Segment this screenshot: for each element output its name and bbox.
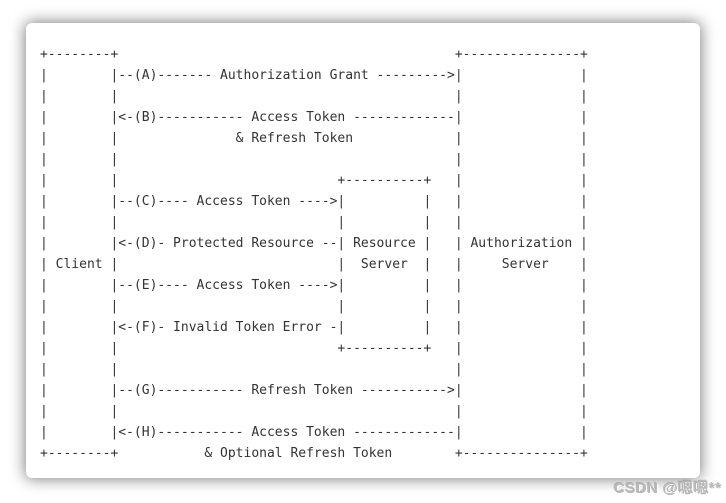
diagram-line: | | | | | | (40, 299, 588, 314)
diagram-line: | |<-(B)----------- Access Token -------… (40, 110, 588, 125)
diagram-line: | |--(G)----------- Refresh Token ------… (40, 383, 588, 398)
diagram-line: | |--(A)------- Authorization Grant ----… (40, 68, 588, 83)
diagram-line: | | | | | | (40, 215, 588, 230)
diagram-line: | |--(E)---- Access Token ---->| | | | (40, 278, 588, 293)
diagram-line: | | | | (40, 89, 588, 104)
diagram-line: | |<-(H)----------- Access Token -------… (40, 425, 588, 440)
watermark-text: CSDN @嗯嗯** (614, 480, 722, 497)
diagram-line: | |<-(D)- Protected Resource --| Resourc… (40, 236, 588, 251)
diagram-card: +--------+ +---------------+ | |--(A)---… (26, 23, 700, 478)
diagram-line: | | | | (40, 152, 588, 167)
diagram-line: | |<-(F)- Invalid Token Error -| | | | (40, 320, 588, 335)
diagram-line: +--------+ & Optional Refresh Token +---… (40, 446, 588, 461)
diagram-line: | | | | (40, 404, 588, 419)
diagram-line: | | | | (40, 362, 588, 377)
diagram-line: | | & Refresh Token | | (40, 131, 588, 146)
diagram-line: | | +----------+ | | (40, 173, 588, 188)
diagram-line: | Client | | Server | | Server | (40, 257, 588, 272)
diagram-line: | | +----------+ | | (40, 341, 588, 356)
diagram-line: | |--(C)---- Access Token ---->| | | | (40, 194, 588, 209)
diagram-line: +--------+ +---------------+ (40, 47, 588, 62)
ascii-diagram: +--------+ +---------------+ | |--(A)---… (40, 44, 588, 464)
